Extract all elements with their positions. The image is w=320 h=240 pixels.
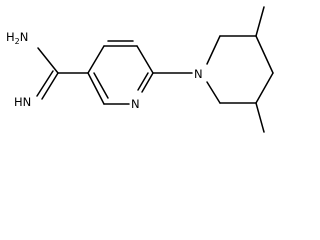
- pip-bond-c4-c5: [255, 72, 274, 104]
- methyl-bond-top: [255, 6, 265, 37]
- atom-label-pyridine-n: N: [131, 97, 140, 111]
- bond-c-nh2: [37, 47, 59, 74]
- atom-labels: H2N HN N N: [6, 30, 203, 111]
- amine-h-subscript: 2: [15, 37, 20, 46]
- pip-bond-n-c2: [206, 35, 221, 65]
- bond-c-nh-2: [36, 70, 54, 97]
- pip-bond-c3-c4: [255, 35, 274, 74]
- pip-bond-c6-n: [206, 81, 221, 104]
- methyl-bond-bottom: [255, 102, 265, 133]
- methyl-groups: [255, 6, 265, 133]
- ring-bond-c3-c4: [87, 45, 105, 74]
- pyridine-ring: [87, 40, 154, 105]
- piperidine-ring: [206, 35, 274, 104]
- atom-label-piperidine-n: N: [194, 67, 203, 81]
- ring-bond-c2-c3-inner: [93, 72, 109, 99]
- amine-n-text: N: [20, 30, 29, 44]
- ring-bond-c6-n1-inner: [137, 72, 149, 91]
- bond-c-nh-1: [41, 72, 59, 100]
- amine-h-text: H: [6, 30, 15, 44]
- atom-label-amine: H2N: [6, 30, 28, 46]
- molecule-diagram: H2N HN N N: [6, 6, 274, 133]
- ring-bond-c6-n1: [141, 72, 154, 93]
- amidine-group: [36, 47, 89, 100]
- ring-bond-c5-c6: [136, 45, 154, 74]
- ring-bond-c2-c3: [87, 72, 105, 105]
- atom-label-imine: HN: [14, 95, 31, 109]
